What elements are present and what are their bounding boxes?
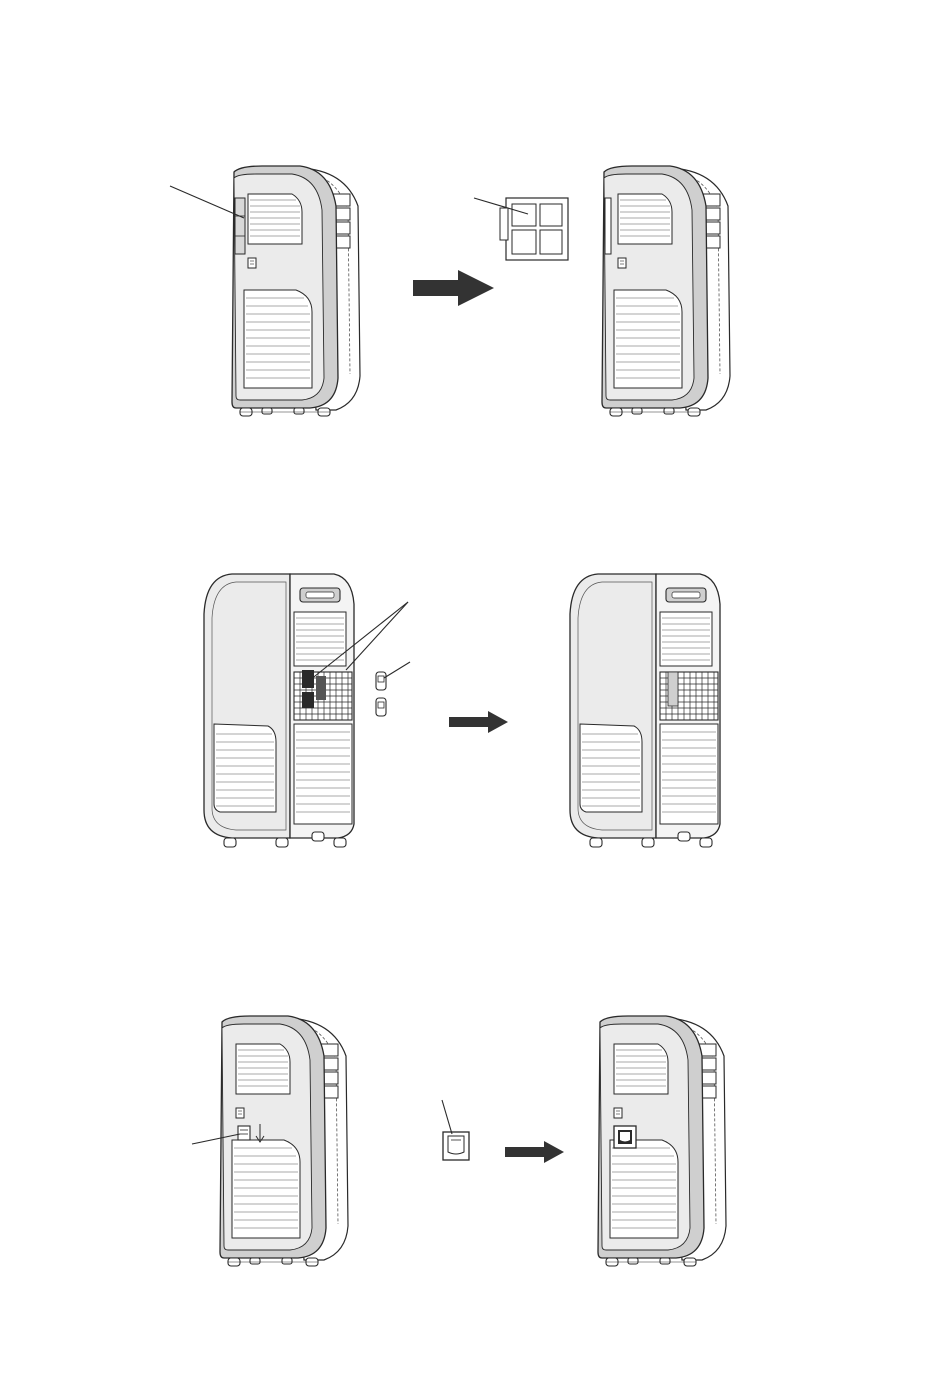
unit-side-view-after	[570, 574, 720, 847]
row-air-filter	[170, 166, 730, 416]
row-drain-plug	[192, 1016, 726, 1266]
unit-side-view-before	[204, 574, 354, 847]
unit-back-view-after	[598, 1016, 726, 1266]
unit-back-view-after	[602, 166, 730, 416]
arrow-right-icon	[413, 270, 494, 306]
filter-clip-icon	[376, 672, 386, 716]
air-filter-icon	[500, 198, 568, 260]
drain-plug-icon	[443, 1132, 469, 1160]
unit-back-view-before	[232, 166, 360, 416]
leader-line	[384, 662, 410, 678]
arrow-right-icon	[505, 1141, 564, 1163]
arrow-right-icon	[449, 711, 508, 733]
row-carbon-filter	[204, 574, 720, 847]
leader-line	[346, 602, 408, 670]
leader-line	[170, 186, 244, 218]
leader-line	[442, 1100, 452, 1134]
unit-back-view-before	[220, 1016, 348, 1266]
